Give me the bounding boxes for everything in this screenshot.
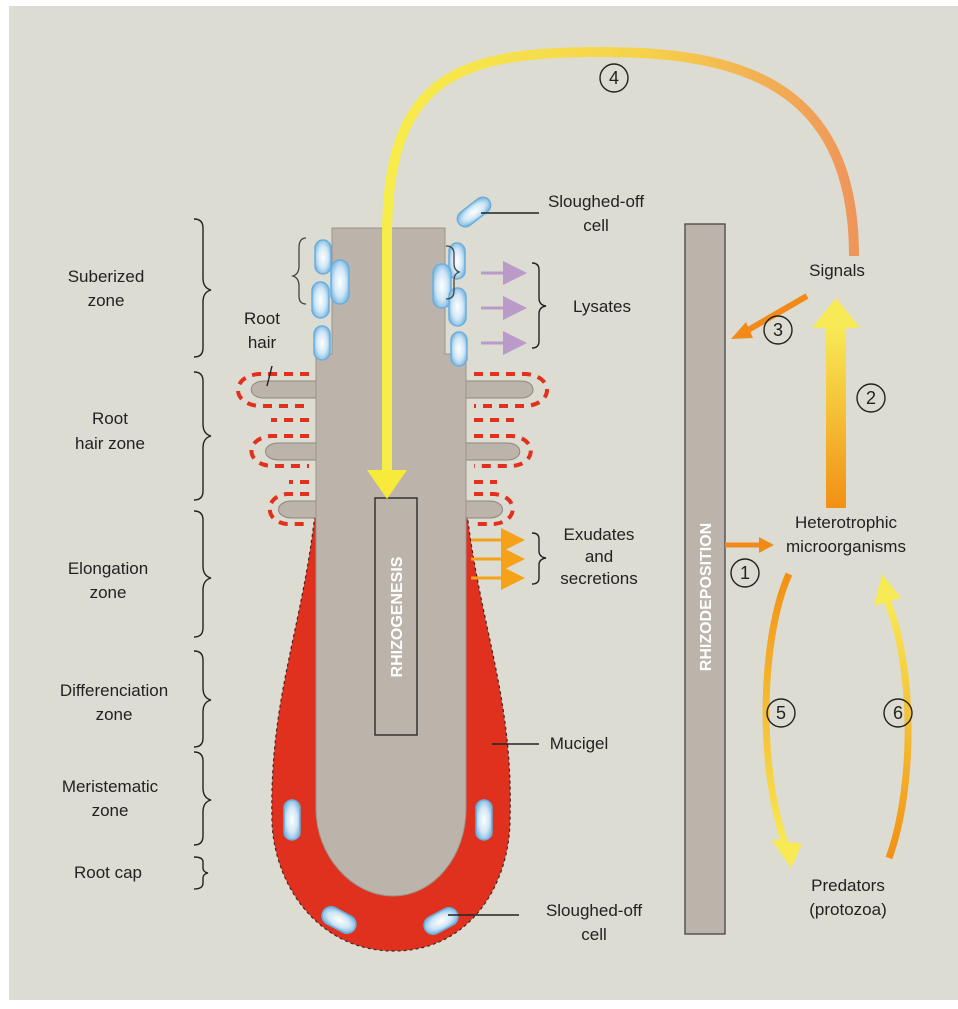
rhizogenesis-label: RHIZOGENESIS	[389, 556, 406, 677]
step-2: 2	[866, 388, 876, 408]
sloughed-bottom-l2: cell	[581, 925, 607, 944]
zone-suberized-l1: Suberized	[68, 267, 145, 286]
zone-elongation-l1: Elongation	[68, 559, 148, 578]
zone-meristematic-l1: Meristematic	[62, 777, 159, 796]
exudates-l1: Exudates	[564, 525, 635, 544]
step-1: 1	[740, 563, 750, 583]
zone-meristematic-l2: zone	[92, 801, 129, 820]
heterotrophic-l2: microorganisms	[786, 537, 906, 556]
zone-differenciation-l1: Differenciation	[60, 681, 168, 700]
cap-cell-right	[476, 800, 492, 840]
root-hair-label-l2: hair	[248, 333, 277, 352]
exudates-l3: secretions	[560, 569, 637, 588]
zone-elongation-l2: zone	[90, 583, 127, 602]
zone-root-hair-l1: Root	[92, 409, 128, 428]
zone-suberized-l2: zone	[88, 291, 125, 310]
step-6: 6	[893, 703, 903, 723]
zone-root-cap: Root cap	[74, 863, 142, 882]
sloughed-top-l2: cell	[583, 216, 609, 235]
cap-cell-left	[284, 800, 300, 840]
lysates-label: Lysates	[573, 297, 631, 316]
predators-l2: (protozoa)	[809, 900, 886, 919]
sloughed-bottom-l1: Sloughed-off	[546, 901, 642, 920]
signals-label: Signals	[809, 261, 865, 280]
step-5: 5	[776, 703, 786, 723]
root-hair-label-l1: Root	[244, 309, 280, 328]
zone-differenciation-l2: zone	[96, 705, 133, 724]
step-4: 4	[609, 68, 619, 88]
rhizosphere-diagram: RHIZOGENESIS	[9, 6, 958, 1000]
heterotrophic-l1: Heterotrophic	[795, 513, 898, 532]
mucigel-label: Mucigel	[550, 734, 609, 753]
zone-root-hair-l2: hair zone	[75, 434, 145, 453]
sloughed-top-l1: Sloughed-off	[548, 192, 644, 211]
exudates-l2: and	[585, 547, 613, 566]
predators-l1: Predators	[811, 876, 885, 895]
rhizodeposition-label: RHIZODEPOSITION	[698, 523, 715, 671]
diagram-panel: RHIZOGENESIS	[9, 6, 958, 1000]
step-3: 3	[773, 320, 783, 340]
